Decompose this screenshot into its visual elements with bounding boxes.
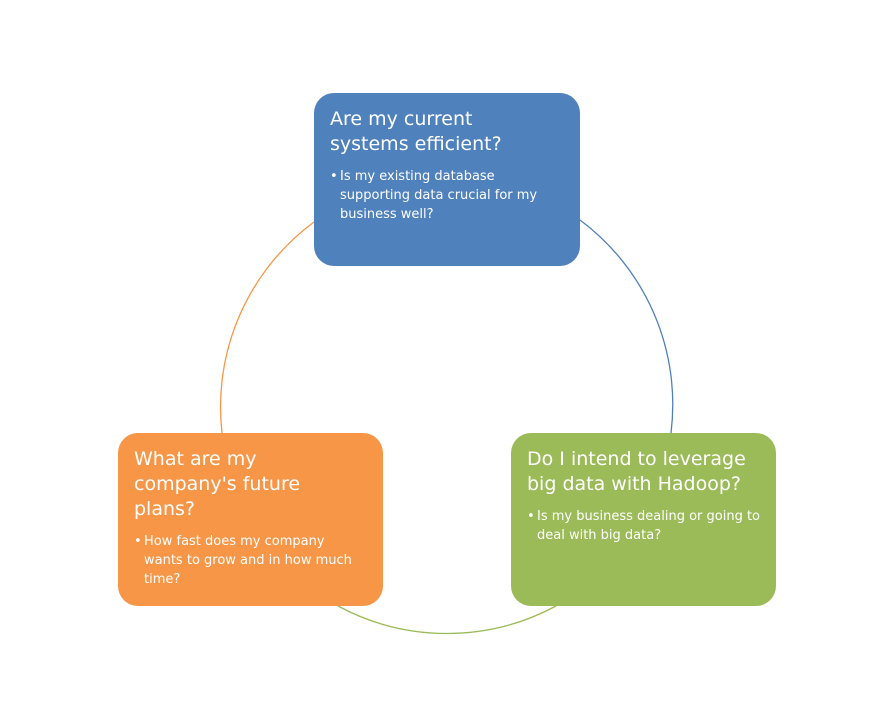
bullet-icon: • (527, 509, 535, 524)
connector-arc-top-to-right (579, 219, 674, 434)
node-leverage-hadoop: Do I intend to leverage big data with Ha… (511, 433, 776, 606)
node-bullet-text: Is my existing database supporting data … (340, 169, 538, 222)
connector-arc-right-to-left (337, 605, 557, 635)
node-bullet-item: • How fast does my company wants to grow… (134, 532, 353, 589)
node-bullet-text: Is my business dealing or going to deal … (537, 509, 761, 543)
bullet-icon: • (330, 169, 338, 184)
node-title: Do I intend to leverage big data with Ha… (527, 448, 746, 495)
connector-arc-left-to-top (219, 221, 315, 434)
node-current-systems: Are my current systems efficient? • Is m… (314, 93, 580, 266)
node-future-plans: What are my company's future plans? • Ho… (118, 433, 383, 606)
node-title: Are my current systems efficient? (330, 108, 502, 155)
bullet-icon: • (134, 534, 142, 549)
node-title: What are my company's future plans? (134, 448, 301, 520)
node-bullet-item: • Is my existing database supporting dat… (330, 167, 550, 224)
node-bullet-text: How fast does my company wants to grow a… (144, 534, 352, 587)
node-bullet-item: • Is my business dealing or going to dea… (527, 507, 762, 545)
